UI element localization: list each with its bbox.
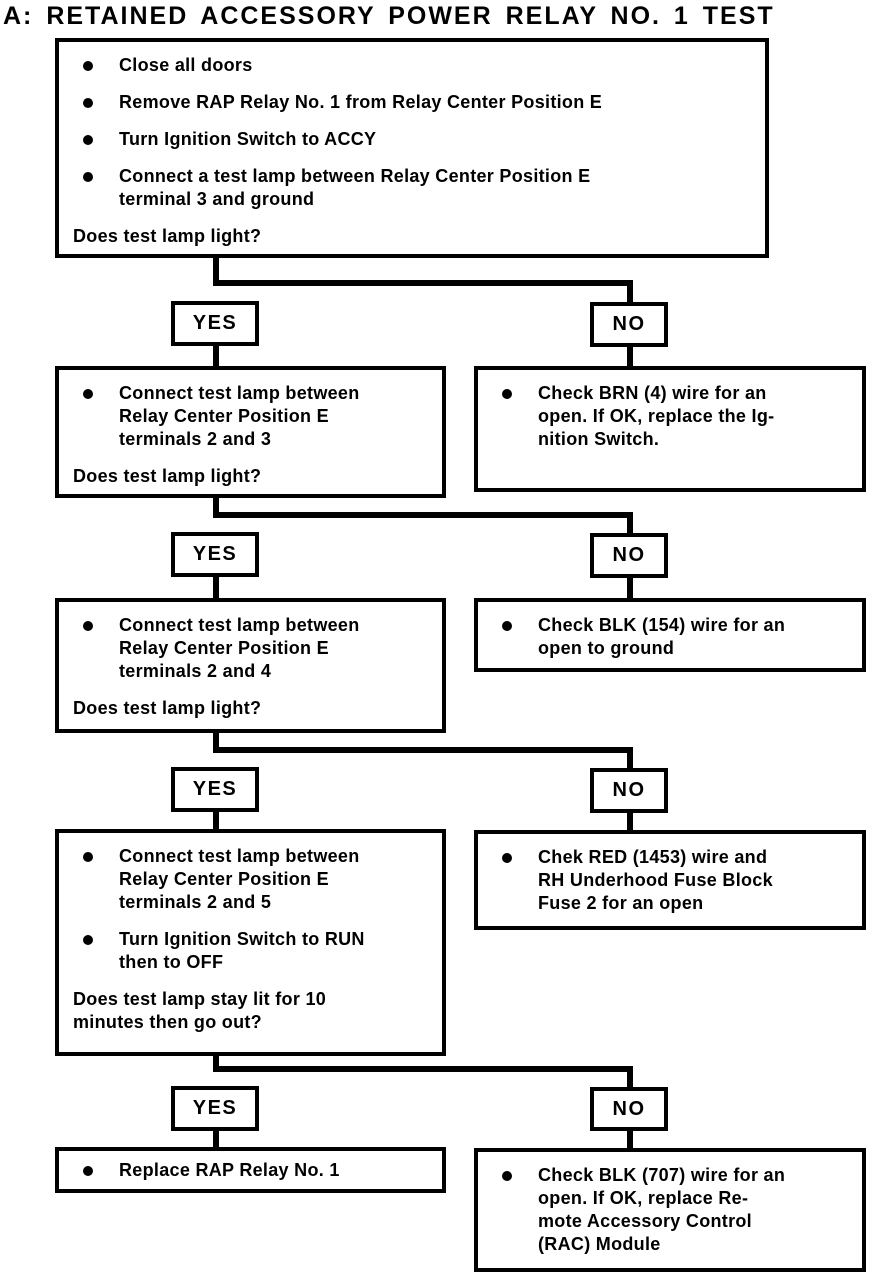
bullet-icon — [83, 621, 93, 631]
decision-text: YES — [192, 312, 238, 334]
bullet-list: Connect test lamp between Relay Center P… — [73, 382, 428, 451]
connector-line — [213, 345, 219, 369]
yes-label-3: YES — [171, 767, 259, 812]
bullet-text: Close all doors — [119, 55, 253, 75]
bullet-icon — [83, 98, 93, 108]
list-item: Chek RED (1453) wire and RH Underhood Fu… — [492, 846, 848, 915]
connector-line — [213, 512, 633, 518]
no-label-1: NO — [590, 302, 668, 347]
bullet-text: Turn Ignition Switch to ACCY — [119, 129, 377, 149]
yes-label-2: YES — [171, 532, 259, 577]
bullet-icon — [83, 935, 93, 945]
connector-line — [213, 576, 219, 600]
question-text: Does test lamp light? — [73, 698, 262, 718]
page-title: A: RETAINED ACCESSORY POWER RELAY NO. 1 … — [3, 2, 775, 30]
decision-text: NO — [612, 779, 646, 801]
decision-text: NO — [612, 313, 646, 335]
connector-line — [213, 496, 219, 518]
bullet-text: Replace RAP Relay No. 1 — [119, 1160, 340, 1180]
yes-label-4: YES — [171, 1086, 259, 1131]
connector-line — [213, 1066, 633, 1072]
bullet-text: Check BLK (707) wire for an open. If OK,… — [538, 1165, 786, 1254]
bullet-list: Connect test lamp between Relay Center P… — [73, 845, 428, 974]
bullet-icon — [83, 1166, 93, 1176]
bullet-icon — [83, 852, 93, 862]
list-item: Remove RAP Relay No. 1 from Relay Center… — [73, 91, 751, 114]
bullet-list: Check BLK (707) wire for an open. If OK,… — [492, 1164, 848, 1256]
decision-text: YES — [192, 778, 238, 800]
box-test-terminal-3: Close all doors Remove RAP Relay No. 1 f… — [55, 38, 769, 258]
bullet-text: Connect test lamp between Relay Center P… — [119, 846, 360, 912]
yes-label-1: YES — [171, 301, 259, 346]
bullet-icon — [83, 135, 93, 145]
connector-line — [213, 256, 219, 286]
bullet-icon — [502, 1171, 512, 1181]
list-item: Connect test lamp between Relay Center P… — [73, 614, 428, 683]
box-check-red-1453-wire: Chek RED (1453) wire and RH Underhood Fu… — [474, 830, 866, 930]
list-item: Connect test lamp between Relay Center P… — [73, 382, 428, 451]
connector-line — [213, 747, 633, 753]
connector-line — [627, 280, 633, 306]
bullet-icon — [502, 853, 512, 863]
box-check-blk-707-wire: Check BLK (707) wire for an open. If OK,… — [474, 1148, 866, 1272]
bullet-icon — [83, 389, 93, 399]
bullet-list: Check BLK (154) wire for an open to grou… — [492, 614, 848, 660]
list-item: Check BLK (707) wire for an open. If OK,… — [492, 1164, 848, 1256]
list-item: Check BLK (154) wire for an open to grou… — [492, 614, 848, 660]
question-text: Does test lamp stay lit for 10 minutes t… — [73, 989, 327, 1032]
box-test-terminals-2-3: Connect test lamp between Relay Center P… — [55, 366, 446, 498]
box-test-terminals-2-4: Connect test lamp between Relay Center P… — [55, 598, 446, 733]
connector-line — [627, 747, 633, 771]
bullet-list: Connect test lamp between Relay Center P… — [73, 614, 428, 683]
list-item: Check BRN (4) wire for an open. If OK, r… — [492, 382, 848, 451]
connector-line — [627, 1066, 633, 1090]
box-check-blk-154-wire: Check BLK (154) wire for an open to grou… — [474, 598, 866, 672]
bullet-text: Connect test lamp between Relay Center P… — [119, 615, 360, 681]
bullet-text: Check BRN (4) wire for an open. If OK, r… — [538, 383, 775, 449]
connector-line — [213, 731, 219, 753]
list-item: Turn Ignition Switch to RUN then to OFF — [73, 928, 428, 974]
list-item: Close all doors — [73, 54, 751, 77]
bullet-list: Chek RED (1453) wire and RH Underhood Fu… — [492, 846, 848, 915]
bullet-text: Turn Ignition Switch to RUN then to OFF — [119, 929, 365, 972]
connector-line — [213, 811, 219, 831]
list-item: Connect test lamp between Relay Center P… — [73, 845, 428, 914]
box-replace-rap-relay: Replace RAP Relay No. 1 — [55, 1147, 446, 1193]
bullet-text: Remove RAP Relay No. 1 from Relay Center… — [119, 92, 603, 112]
connector-line — [627, 812, 633, 832]
connector-line — [627, 577, 633, 600]
connector-line — [627, 1129, 633, 1151]
bullet-text: Check BLK (154) wire for an open to grou… — [538, 615, 786, 658]
decision-text: YES — [192, 543, 238, 565]
connector-line — [213, 1129, 219, 1150]
question-text: Does test lamp light? — [73, 466, 262, 486]
decision-text: YES — [192, 1097, 238, 1119]
connector-line — [627, 346, 633, 369]
list-item: Connect a test lamp between Relay Center… — [73, 165, 751, 211]
list-item: Replace RAP Relay No. 1 — [73, 1159, 428, 1182]
no-label-3: NO — [590, 768, 668, 813]
bullet-text: Connect a test lamp between Relay Center… — [119, 166, 591, 209]
bullet-icon — [502, 621, 512, 631]
box-test-terminals-2-5: Connect test lamp between Relay Center P… — [55, 829, 446, 1056]
bullet-list: Close all doors Remove RAP Relay No. 1 f… — [73, 54, 751, 211]
question-text: Does test lamp light? — [73, 226, 262, 246]
bullet-icon — [502, 389, 512, 399]
connector-line — [627, 512, 633, 536]
bullet-icon — [83, 61, 93, 71]
decision-text: NO — [612, 544, 646, 566]
bullet-text: Connect test lamp between Relay Center P… — [119, 383, 360, 449]
bullet-text: Chek RED (1453) wire and RH Underhood Fu… — [538, 847, 773, 913]
bullet-icon — [83, 172, 93, 182]
connector-line — [213, 1054, 219, 1072]
bullet-list: Check BRN (4) wire for an open. If OK, r… — [492, 382, 848, 451]
connector-line — [213, 280, 633, 286]
list-item: Turn Ignition Switch to ACCY — [73, 128, 751, 151]
bullet-list: Replace RAP Relay No. 1 — [73, 1159, 428, 1182]
no-label-4: NO — [590, 1087, 668, 1131]
no-label-2: NO — [590, 533, 668, 578]
decision-text: NO — [612, 1097, 646, 1120]
box-check-brn-wire: Check BRN (4) wire for an open. If OK, r… — [474, 366, 866, 492]
